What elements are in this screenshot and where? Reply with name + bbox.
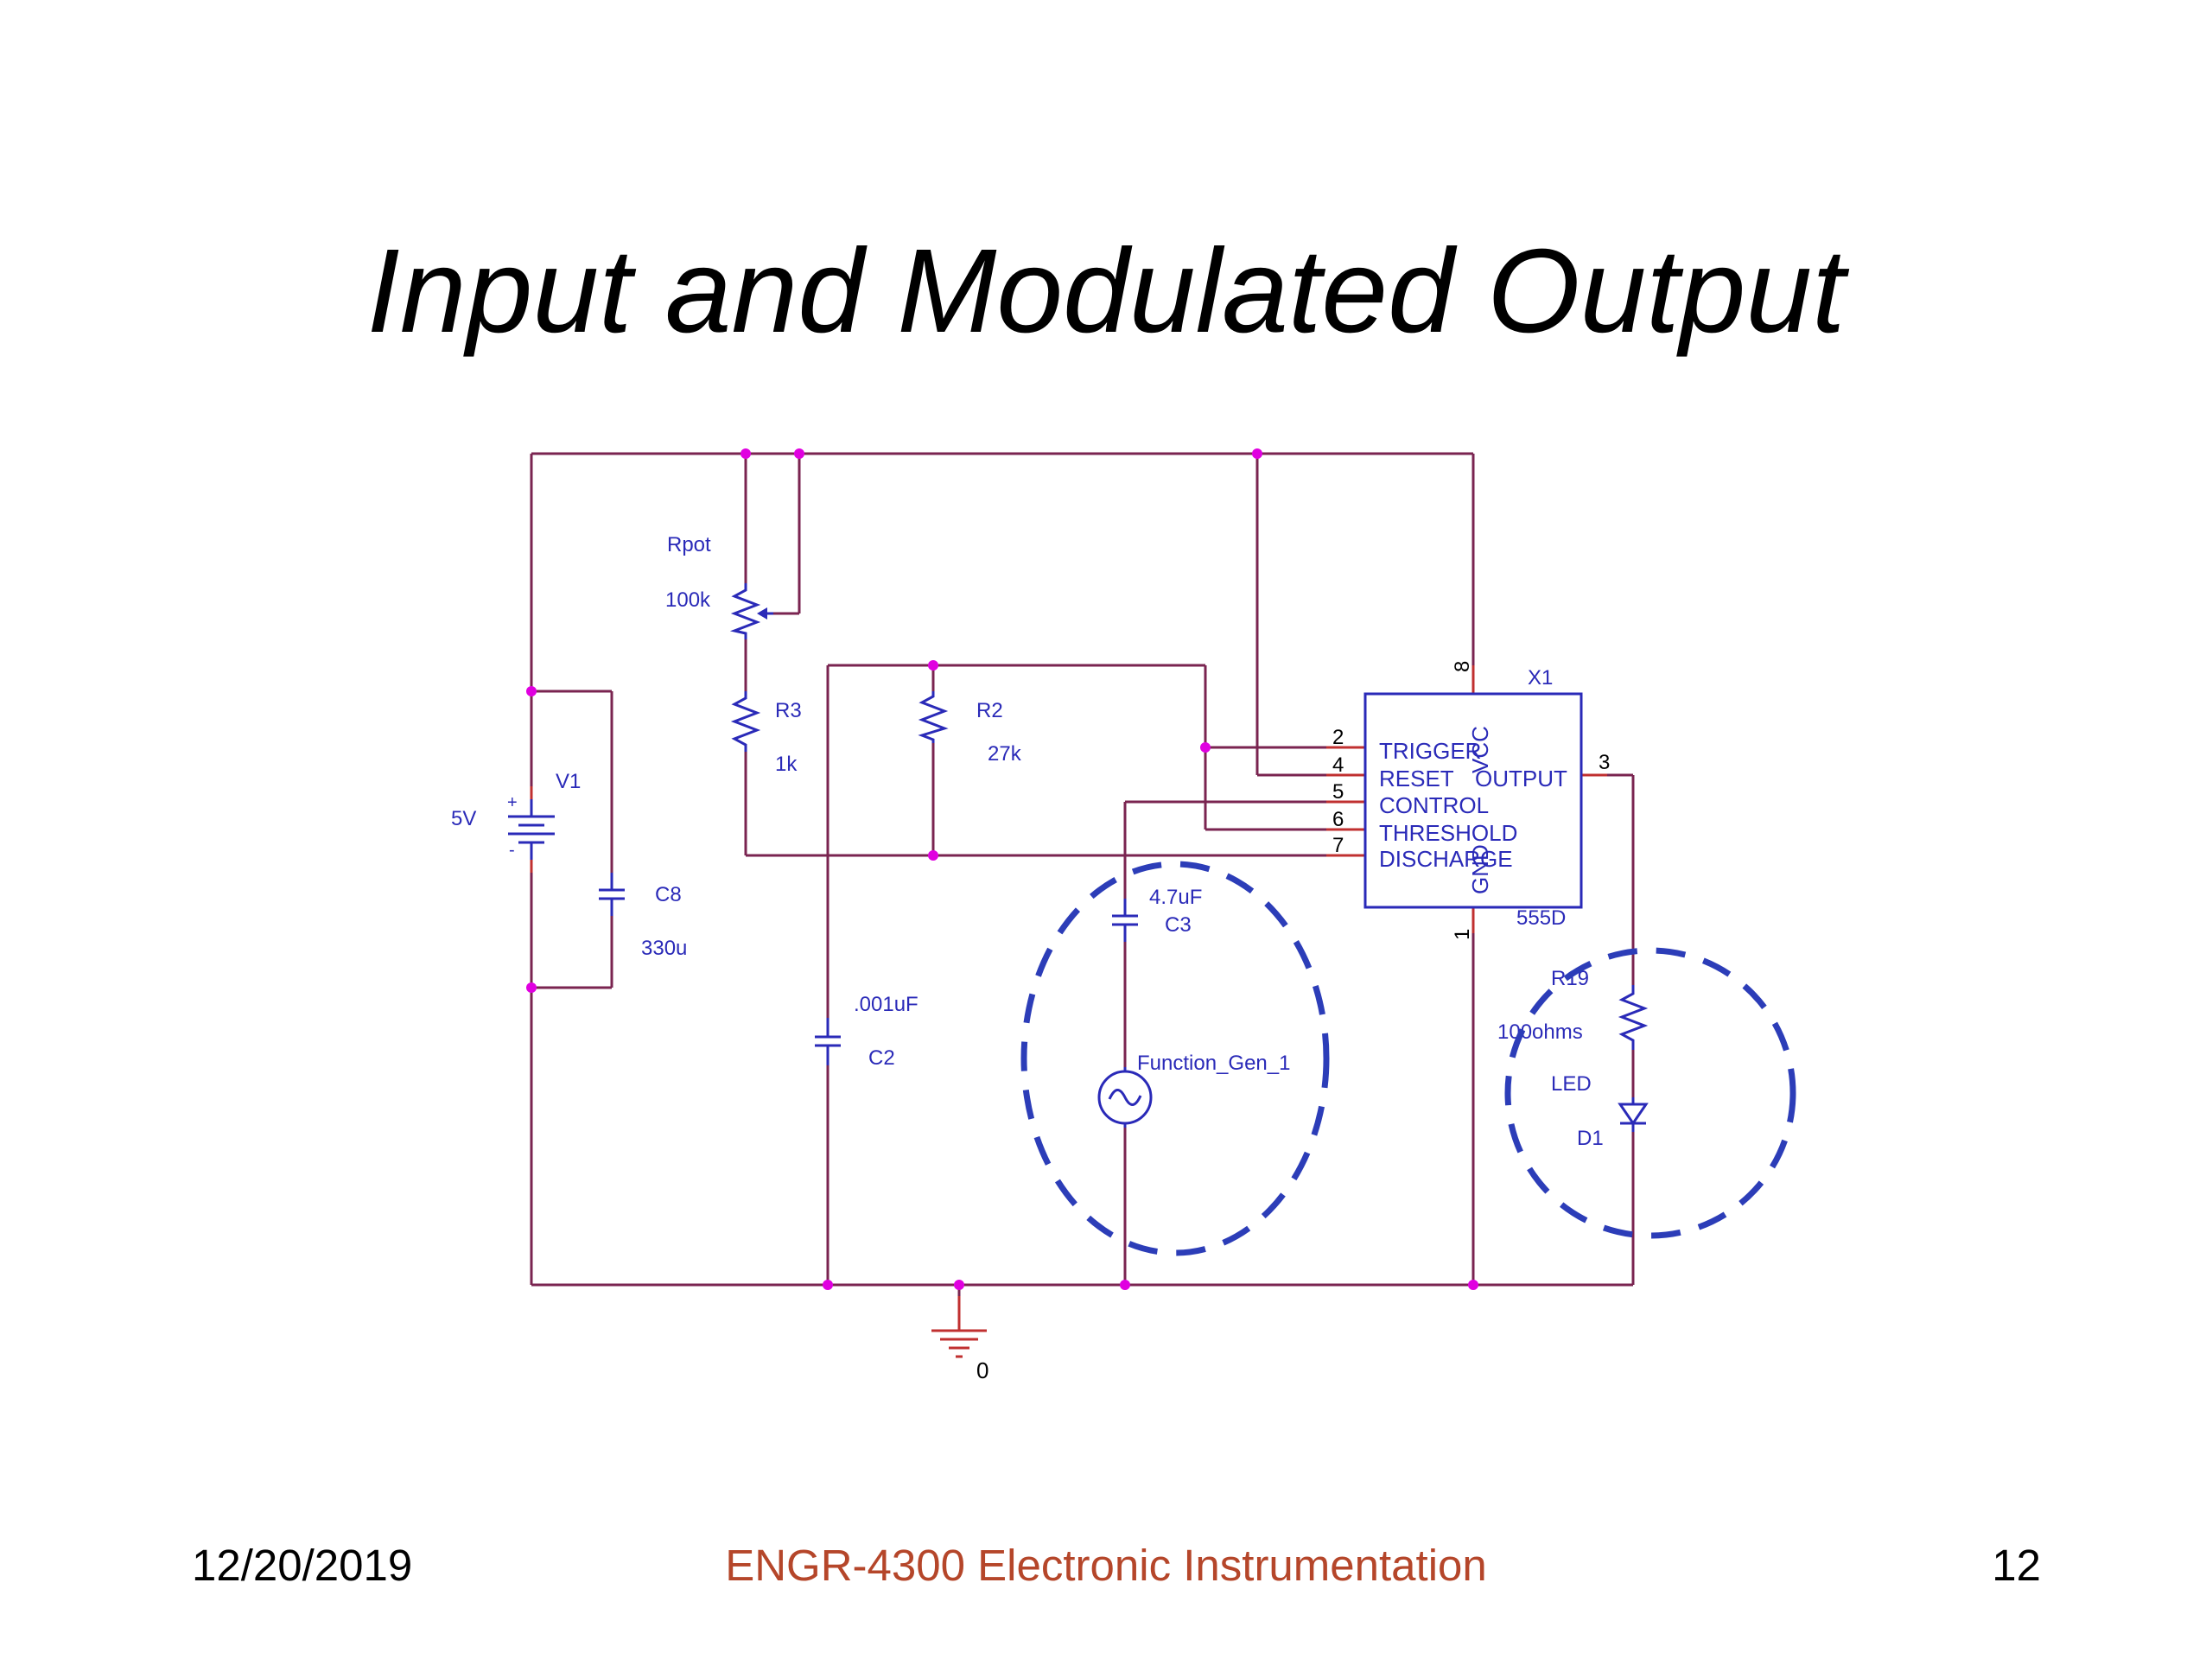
ic-pin2-num: 2 bbox=[1332, 726, 1344, 749]
ic-reset-label: RESET bbox=[1379, 766, 1454, 791]
resistor-r2 bbox=[918, 691, 949, 743]
c2-value: .001uF bbox=[854, 993, 918, 1016]
ic-ref: X1 bbox=[1528, 666, 1553, 690]
wires bbox=[530, 452, 1635, 1331]
resistor-r19 bbox=[1618, 985, 1649, 1050]
v1-label: V1 bbox=[556, 770, 581, 793]
ic-gnd-pin: 1 bbox=[1451, 929, 1474, 940]
led-d1-icon bbox=[1618, 1097, 1649, 1132]
function-gen-label: Function_Gen_1 bbox=[1137, 1052, 1290, 1075]
v1-minus: - bbox=[509, 841, 515, 860]
ic-gnd-label: GND bbox=[1467, 844, 1493, 894]
rpot-value: 100k bbox=[665, 588, 711, 612]
r3-label: R3 bbox=[775, 699, 802, 722]
input-highlight-ellipse bbox=[1020, 861, 1330, 1256]
capacitor-c2 bbox=[815, 1018, 841, 1065]
r19-value: 100ohms bbox=[1497, 1020, 1583, 1044]
ic-trigger-label: TRIGGER bbox=[1379, 738, 1481, 764]
ic-pin7-num: 7 bbox=[1332, 834, 1344, 857]
ic-pin4-num: 4 bbox=[1332, 753, 1344, 777]
slide-title: Input and Modulated Output bbox=[366, 225, 1846, 358]
ground-label: 0 bbox=[976, 1357, 988, 1383]
junction-dots bbox=[526, 448, 1478, 1290]
capacitor-c8 bbox=[599, 873, 625, 916]
resistor-r3 bbox=[730, 691, 761, 752]
ic-part: 555D bbox=[1516, 906, 1566, 930]
ic-vcc-label: VCC bbox=[1467, 726, 1493, 773]
ic-output-pin: 3 bbox=[1599, 751, 1610, 774]
function-generator-icon bbox=[1097, 1067, 1153, 1128]
ic-555-body bbox=[1363, 692, 1583, 909]
footer-page-number: 12 bbox=[1992, 1541, 2041, 1590]
ic-pin5-num: 5 bbox=[1332, 780, 1344, 804]
v1-value: 5V bbox=[451, 807, 476, 830]
ground-icon bbox=[931, 1329, 987, 1358]
c3-label: C3 bbox=[1165, 913, 1192, 937]
r2-value: 27k bbox=[988, 742, 1022, 766]
pin-stubs bbox=[530, 665, 1607, 1331]
c3-value: 4.7uF bbox=[1149, 886, 1202, 909]
c8-value: 330u bbox=[641, 937, 687, 960]
r3-value: 1k bbox=[775, 753, 798, 776]
c8-label: C8 bbox=[655, 883, 682, 906]
capacitor-c3 bbox=[1112, 899, 1138, 942]
ic-discharge-label: DISCHARGE bbox=[1379, 846, 1513, 872]
ic-vcc-pin: 8 bbox=[1451, 661, 1474, 672]
ic-threshold-label: THRESHOLD bbox=[1379, 820, 1517, 846]
footer-course: ENGR-4300 Electronic Instrumentation bbox=[725, 1541, 1487, 1590]
ic-control-label: CONTROL bbox=[1379, 792, 1489, 818]
d1-label: D1 bbox=[1577, 1127, 1604, 1150]
battery-v1 bbox=[508, 799, 555, 860]
potentiometer-rpot bbox=[729, 583, 773, 639]
ic-output-label: OUTPUT bbox=[1475, 766, 1567, 791]
r2-label: R2 bbox=[976, 699, 1003, 722]
rpot-label: Rpot bbox=[667, 533, 711, 556]
output-highlight-ellipse bbox=[1504, 947, 1796, 1239]
ic-pin6-num: 6 bbox=[1332, 808, 1344, 831]
c2-label: C2 bbox=[868, 1046, 895, 1070]
d1-value: LED bbox=[1551, 1072, 1592, 1096]
footer-date: 12/20/2019 bbox=[192, 1541, 413, 1590]
v1-plus: + bbox=[507, 793, 518, 812]
